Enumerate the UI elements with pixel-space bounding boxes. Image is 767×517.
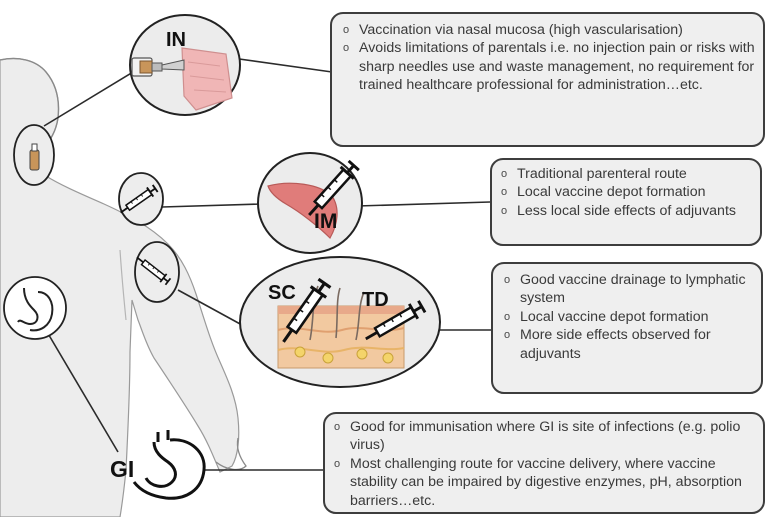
sc-td-info-box: Good vaccine drainage to lymphatic syste… xyxy=(491,262,763,394)
in-points-list: Vaccination via nasal mucosa (high vascu… xyxy=(342,21,755,95)
list-item: Less local side effects of adjuvants xyxy=(500,202,754,220)
list-item: Traditional parenteral route xyxy=(500,165,754,183)
im-points-list: Traditional parenteral route Local vacci… xyxy=(500,165,754,220)
label-td: TD xyxy=(362,289,389,312)
list-item: Avoids limitations of parentals i.e. no … xyxy=(342,39,755,94)
label-in: IN xyxy=(166,29,186,52)
list-item: Local vaccine depot formation xyxy=(500,183,754,201)
label-sc: SC xyxy=(268,282,296,305)
gi-info-box: Good for immunisation where GI is site o… xyxy=(323,412,765,514)
list-item: Local vaccine depot formation xyxy=(503,308,755,326)
muscle-icon xyxy=(258,153,362,253)
list-item: Good vaccine drainage to lymphatic syste… xyxy=(503,271,755,308)
skin-layers-icon xyxy=(240,257,440,387)
syringe-icon xyxy=(117,173,163,225)
nose-site-icon xyxy=(14,125,54,185)
list-item: Most challenging route for vaccine deliv… xyxy=(333,455,759,510)
list-item: Vaccination via nasal mucosa (high vascu… xyxy=(342,21,755,39)
stomach-icon xyxy=(134,430,204,498)
in-info-box: Vaccination via nasal mucosa (high vascu… xyxy=(330,12,765,147)
stomach-icon xyxy=(4,277,66,339)
gi-points-list: Good for immunisation where GI is site o… xyxy=(333,418,759,510)
syringe-icon xyxy=(134,242,179,302)
list-item: More side effects observed for adjuvants xyxy=(503,326,755,363)
list-item: Good for immunisation where GI is site o… xyxy=(333,418,759,455)
im-info-box: Traditional parenteral route Local vacci… xyxy=(490,158,762,246)
label-gi: GI xyxy=(110,456,134,483)
sc-td-points-list: Good vaccine drainage to lymphatic syste… xyxy=(503,271,755,363)
label-im: IM xyxy=(314,210,337,234)
